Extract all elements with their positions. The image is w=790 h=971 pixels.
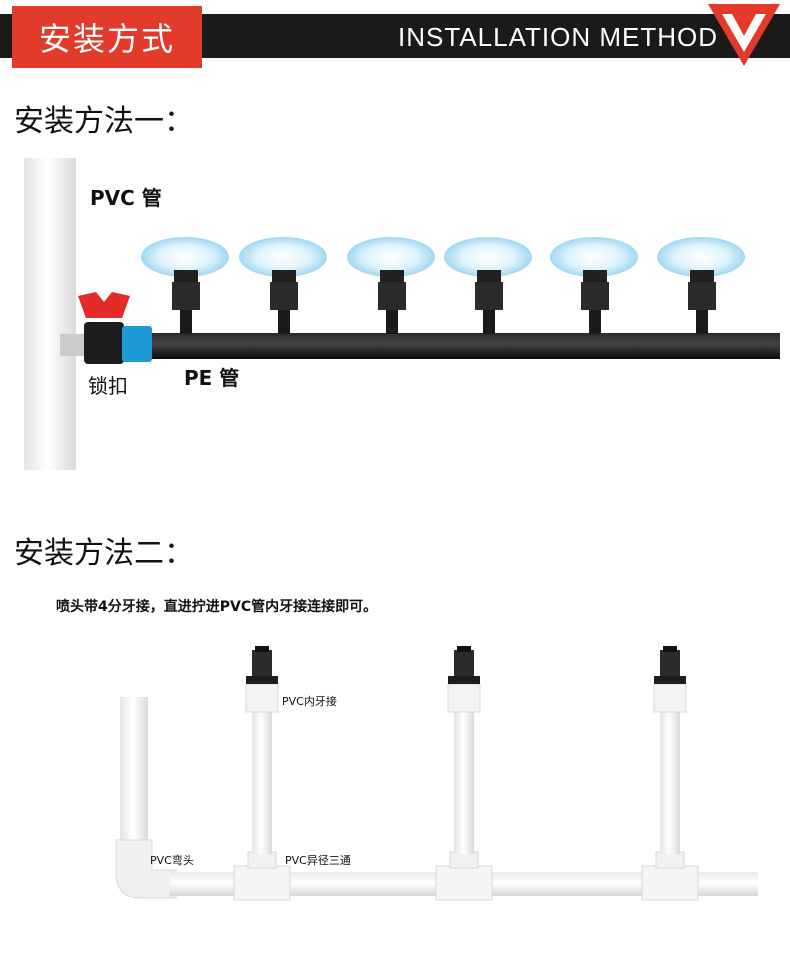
elbow-label: PVC弯头	[150, 854, 194, 867]
valve-label: 锁扣	[88, 374, 128, 398]
method2-title: 安装方法二：	[14, 536, 194, 571]
valve-icon	[60, 292, 152, 364]
spray-head-3	[347, 237, 435, 334]
method2-diagram	[115, 646, 758, 901]
header-title-box: 安装方式	[12, 6, 202, 68]
header-title-en: INSTALLATION METHOD	[398, 22, 718, 52]
spray-head-5	[550, 237, 638, 334]
riser-spray-head-1	[246, 646, 278, 684]
pe-pipe-label: PE 管	[184, 366, 240, 390]
pvc-tee-3	[641, 865, 699, 901]
riser-spray-head-2	[448, 646, 480, 684]
header-title-cn: 安装方式	[38, 20, 175, 58]
pe-pipe	[140, 333, 780, 359]
method1-title: 安装方法一：	[14, 104, 194, 139]
pvc-pipe-label: PVC 管	[90, 186, 162, 210]
tee-label: PVC异径三通	[285, 854, 351, 867]
spray-head-6	[657, 237, 745, 334]
pvc-main-pipe	[170, 872, 758, 896]
spray-head-4	[444, 237, 532, 334]
spray-head-1	[141, 237, 229, 334]
inner-thread-label: PVC内牙接	[282, 695, 337, 708]
pvc-tee-2	[435, 865, 493, 901]
riser-spray-head-3	[654, 646, 686, 684]
header-v-logo-icon	[708, 4, 780, 66]
pvc-elbow	[115, 839, 177, 899]
pvc-tee-1	[233, 865, 291, 901]
spray-head-2	[239, 237, 327, 334]
pvc-inlet-pipe	[120, 697, 148, 847]
method2-note: 喷头带4分牙接，直进拧进PVC管内牙接连接即可。	[56, 599, 378, 615]
pvc-pipe-vertical	[24, 158, 76, 470]
